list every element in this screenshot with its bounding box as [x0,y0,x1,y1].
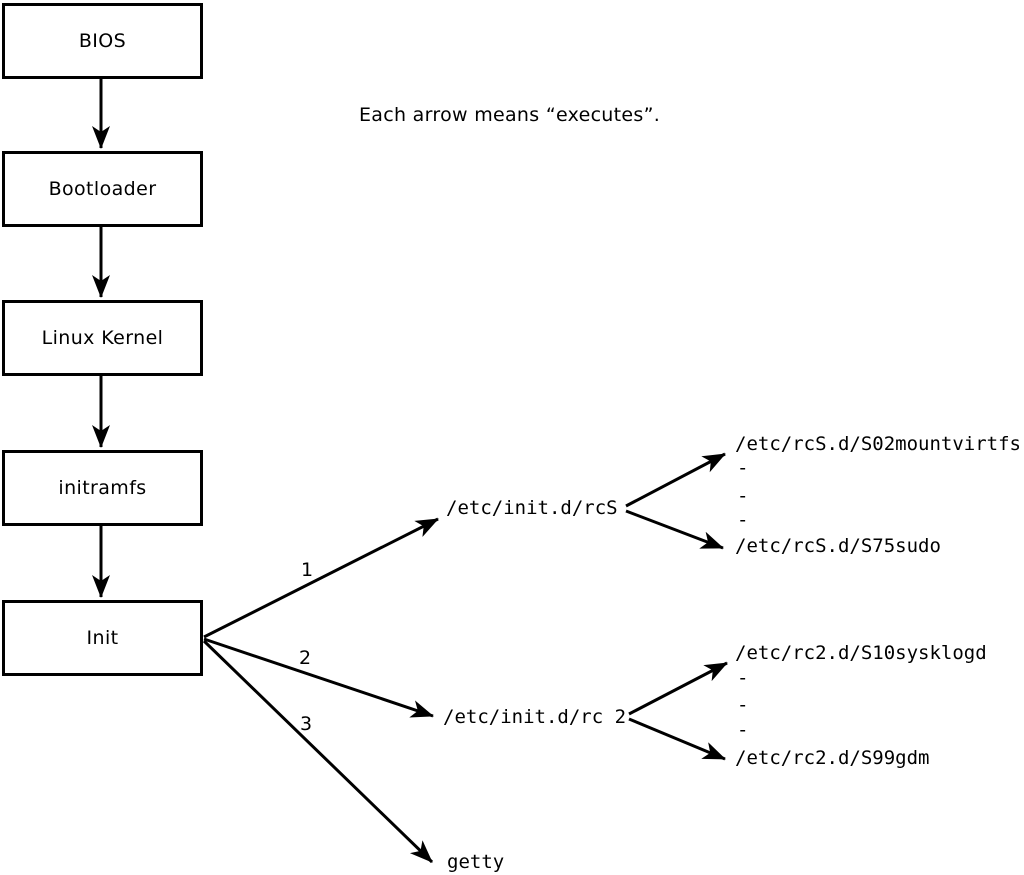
arrow-rcS-to-s02 [625,452,726,508]
node-rcS-s02: /etc/rcS.d/S02mountvirtfs [735,433,1021,455]
flow-box-bootloader-label: Bootloader [48,178,157,200]
node-rc2-s99: /etc/rc2.d/S99gdm [735,747,930,769]
arrow-label-3: 3 [300,713,313,735]
flow-box-bootloader: Bootloader [2,151,203,227]
flow-box-initramfs-label: initramfs [58,477,147,499]
flow-box-kernel-label: Linux Kernel [41,327,164,349]
node-rc2-dash-1: - [737,667,749,689]
flow-box-init: Init [2,600,203,676]
node-rc2-s10: /etc/rc2.d/S10sysklogd [735,642,987,664]
arrow-init-to-rc2 [203,637,434,718]
node-rcS-s75: /etc/rcS.d/S75sudo [735,535,941,557]
arrow-rcS-to-s75 [625,509,724,550]
arrow-label-2: 2 [299,647,312,669]
arrow-rc2-to-s99 [628,717,726,761]
diagram-caption: Each arrow means “executes”. [359,104,661,126]
node-rcS-dash-2: - [737,485,749,507]
arrow-init-to-getty [202,639,434,864]
arrow-label-1: 1 [301,559,314,581]
node-rc2-dash-2: - [737,694,749,716]
node-rcS-dash-1: - [737,457,749,479]
node-rcS-dash-3: - [737,509,749,531]
arrow-rc2-to-s10 [628,661,728,716]
node-getty: getty [447,851,505,873]
arrow-init-to-rcS [203,517,439,639]
flow-box-bios-label: BIOS [78,30,127,52]
node-init-d-rc2: /etc/init.d/rc 2 [443,706,627,728]
flow-box-bios: BIOS [2,3,203,79]
node-rc2-dash-3: - [737,719,749,741]
flow-box-kernel: Linux Kernel [2,300,203,376]
flow-box-init-label: Init [86,627,119,649]
node-init-d-rcS: /etc/init.d/rcS [446,497,618,519]
flow-box-initramfs: initramfs [2,450,203,526]
